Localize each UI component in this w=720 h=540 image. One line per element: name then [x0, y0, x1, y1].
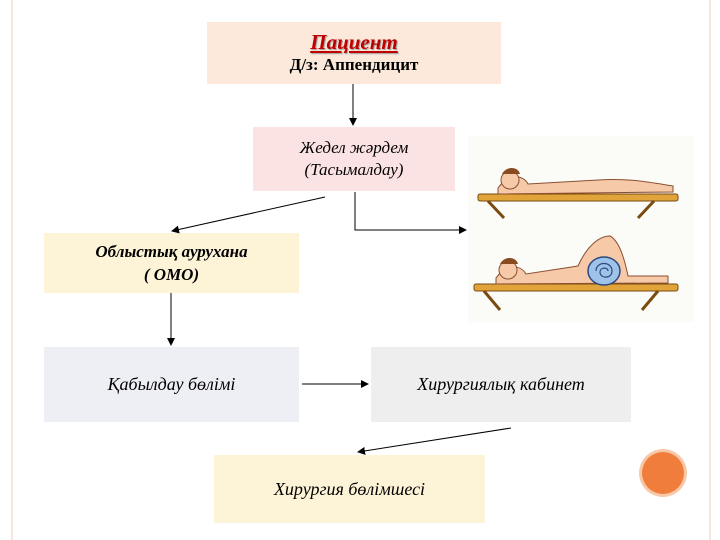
stretcher-top-icon: [477, 168, 679, 220]
patient-box: Пациент Д/з: Аппендицит: [207, 22, 501, 84]
surgery-room-box: Хирургиялық кабинет: [371, 347, 631, 422]
arrow-surgery-room-to-department: [357, 427, 512, 455]
patient-title: Пациент: [310, 30, 398, 54]
regional-hospital-box: Облыстық аурухана ( ОМО): [44, 233, 299, 293]
regional-hospital-line2: ( ОМО): [143, 265, 200, 284]
emergency-line1: Жедел жәрдем: [299, 138, 409, 157]
arrow-emergency-to-regional: [171, 196, 326, 234]
admission-label: Қабылдау бөлімі: [107, 374, 236, 394]
emergency-line2: (Тасымалдау): [304, 160, 404, 179]
surgery-room-label: Хирургиялық кабинет: [417, 374, 585, 394]
regional-hospital-line1: Облыстық аурухана: [95, 242, 248, 261]
stretcher-bottom-icon: [473, 235, 679, 311]
admission-box: Қабылдау бөлімі: [44, 347, 299, 422]
arrow-emergency-to-illustration: [354, 192, 467, 234]
decorative-circle: [642, 452, 684, 494]
surgery-department-label: Хирургия бөлімшесі: [273, 478, 426, 499]
emergency-box: Жедел жәрдем (Тасымалдау): [253, 127, 455, 191]
patient-diagnosis: Д/з: Аппендицит: [289, 55, 419, 74]
surgery-department-box: Хирургия бөлімшесі: [214, 455, 485, 523]
patient-stretcher-illustration: [468, 136, 694, 322]
